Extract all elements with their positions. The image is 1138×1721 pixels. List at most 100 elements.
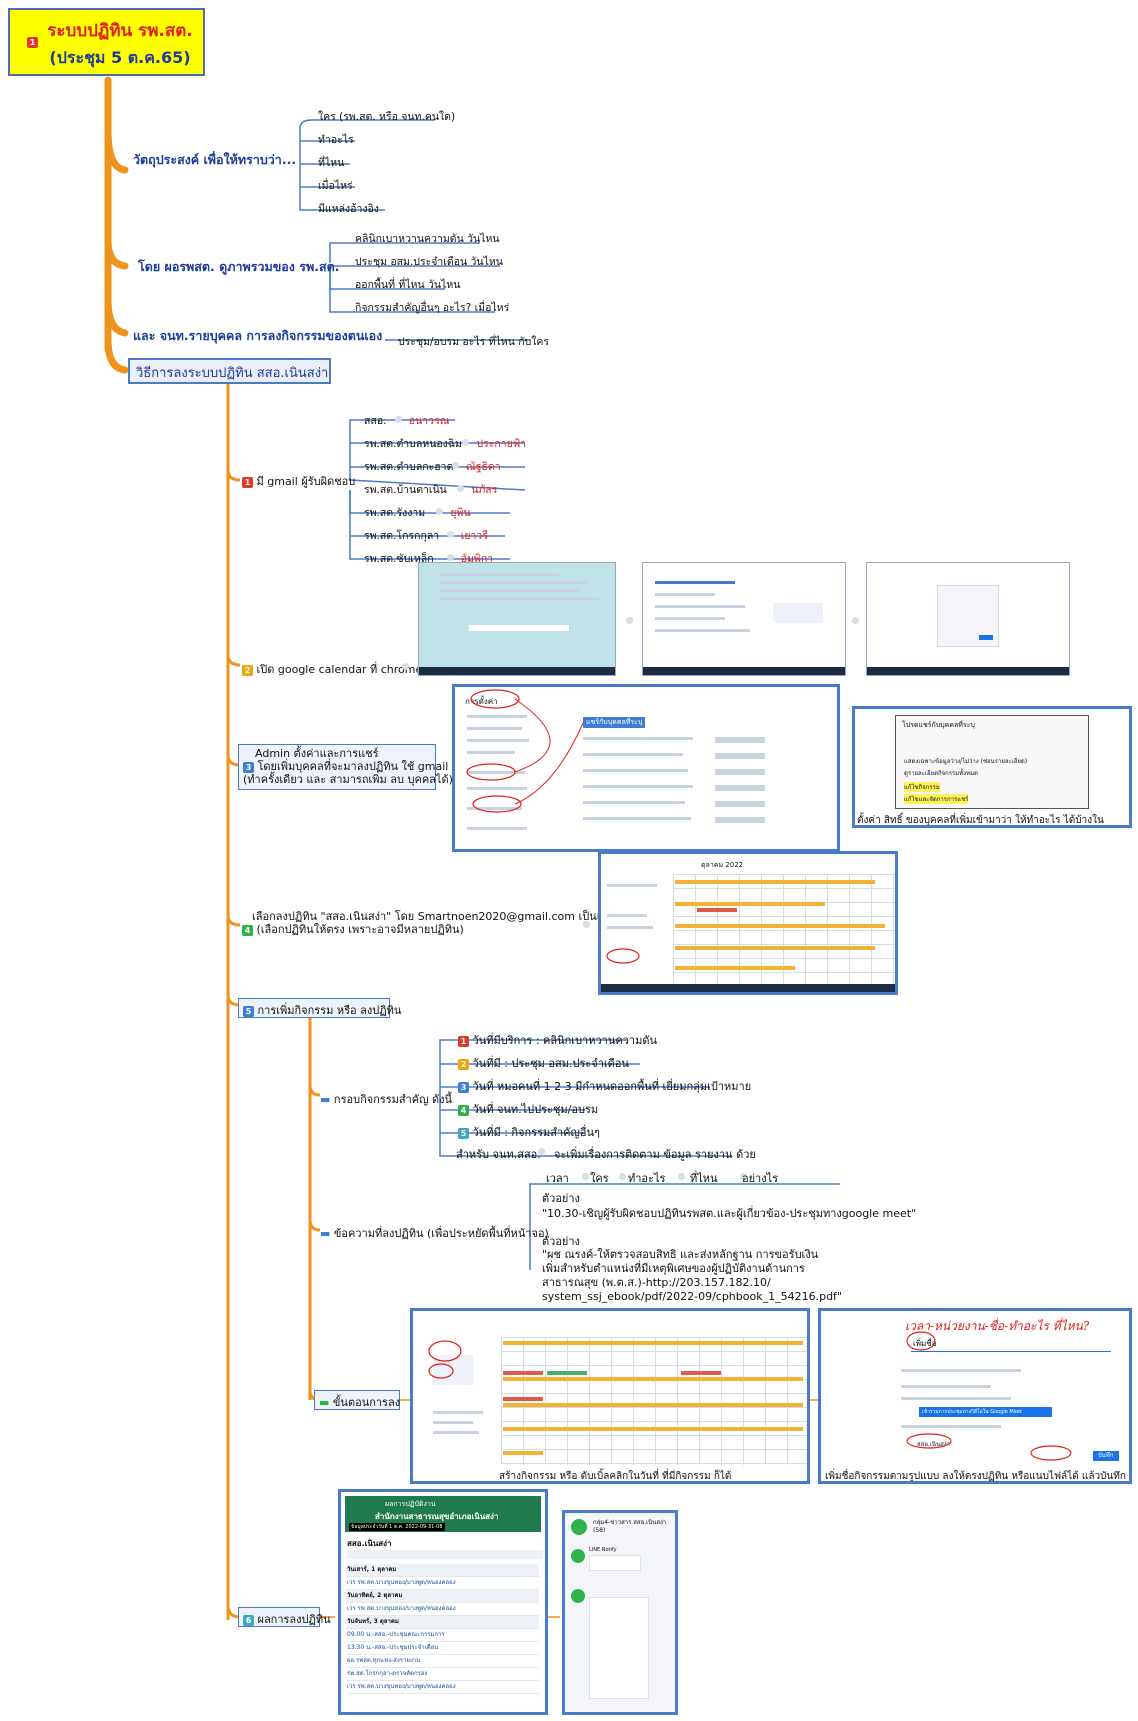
objective-item-3: ที่ไหน xyxy=(318,157,345,169)
permission-dialog: โปรดแชร์กับบุคคลที่ระบุ แสดงเฉพาะข้อมูลว… xyxy=(895,715,1089,809)
responsible-person: นภัสร xyxy=(471,484,498,496)
frame-item: 2 วันที่มี : ประชุม อสม.ประจำเดือน xyxy=(458,1054,629,1072)
sidebar-row xyxy=(607,884,657,887)
frame-item-text: วันที่มีบริการ : คลินิกเบาหวานความดัน xyxy=(469,1034,657,1047)
result-entry[interactable]: 13.30 น.-สสอ.-ประชุมประจำเดือน xyxy=(347,1642,539,1655)
message-node: ▬ ข้อความที่ลงปฏิทิน (เพื่อประหยัดพื้นที… xyxy=(320,1224,549,1242)
calendar-list-row xyxy=(433,1411,483,1414)
message-label: ข้อความที่ลงปฏิทิน (เพื่อประหยัดพื้นที่ห… xyxy=(333,1227,549,1240)
row-dot xyxy=(446,554,454,561)
branch-staff-individual: และ จนท.รายบุคคล การลงกิจกรรมของตนเอง xyxy=(133,328,383,343)
calendar-list-row xyxy=(433,1431,479,1434)
google-meet-button: เข้าร่วมการประชุมทางวิดีโอใน Google Meet xyxy=(919,1407,1052,1417)
event-bar xyxy=(675,924,885,928)
event-bar xyxy=(503,1427,803,1431)
step6-node: 6 ผลการลงปฏิทิน xyxy=(238,1607,331,1627)
result-entry[interactable]: เวร รพ.สต.บางขุนทอง/บางพูด/หนองคลอง xyxy=(347,1577,539,1590)
step6-badge: 6 xyxy=(243,1614,254,1626)
frame-item-text: วันที่มี : กิจกรรมสำคัญอื่นๆ xyxy=(469,1126,600,1139)
red-annotation-marks xyxy=(428,1340,462,1379)
result-entry[interactable]: ผอ.รพสต.ทุกแห่ง-ส่งรายงาน xyxy=(347,1655,539,1668)
responsible-unit: รพ.สต.ตำบลหนองฉิม xyxy=(364,438,462,450)
message-column: ทำอะไร xyxy=(628,1172,666,1185)
calendar-card xyxy=(773,603,823,623)
calendar-list-row xyxy=(433,1421,473,1424)
search-box xyxy=(469,625,569,631)
responsible-person: ณัฐธิดา xyxy=(466,461,501,473)
event-bar xyxy=(697,908,737,912)
responsible-unit: รพ.สต.รังงาม xyxy=(364,507,426,519)
share-user-row xyxy=(583,785,693,788)
form-row xyxy=(901,1369,1021,1372)
row-dot xyxy=(394,416,402,423)
result-list: วันเสาร์, 1 ตุลาคมเวร รพ.สต.บางขุนทอง/บา… xyxy=(347,1564,539,1694)
event-bar xyxy=(675,946,875,950)
frame-item-text: วันที่มี : ประชุม อสม.ประจำเดือน xyxy=(469,1057,629,1070)
message-icon: ▬ xyxy=(320,1227,331,1240)
month-label: ตุลาคม 2022 xyxy=(701,861,744,869)
objective-item-4: เมื่อไหร่ xyxy=(318,180,353,192)
step4-badge: 4 xyxy=(242,924,253,936)
responsible-unit: รพ.สต.ตำบลกะฮาด xyxy=(364,461,454,473)
settings-row xyxy=(467,739,529,742)
steps-label: ขั้นตอนการลง xyxy=(332,1396,401,1409)
event-form-screenshot: เวลา-หน่วยงาน-ชื่อ-ทำอะไร ที่ไหน? เพิ่มช… xyxy=(818,1308,1132,1484)
event-title-field: เพิ่มชื่อ xyxy=(913,1339,937,1348)
event-form-caption: เพิ่มชื่อกิจกรรมตามรูปแบบ ลงให้ตรงปฏิทิน… xyxy=(825,1471,1126,1482)
step4-line2-wrap: 4 (เลือกปฏิทินให้ตรง เพราะอาจมีหลายปฏิทิ… xyxy=(242,923,633,936)
signin-card xyxy=(937,585,999,647)
notify-avatar xyxy=(571,1549,585,1563)
column-dot xyxy=(582,1173,589,1180)
result-header: ผลการปฏิบัติงาน สำนักงานสาธารณสุขอำเภอเน… xyxy=(345,1496,541,1532)
responsible-unit: สสอ. xyxy=(364,415,387,427)
responsible-person: ประกายฟ้า xyxy=(476,438,527,450)
result-day-header: วันเสาร์, 1 ตุลาคม xyxy=(347,1564,539,1577)
red-annotation-marks xyxy=(466,689,584,813)
responsible-person: ยุพิน xyxy=(450,507,471,519)
permission-select xyxy=(715,737,765,743)
taskbar xyxy=(419,667,615,675)
message-column: ใคร xyxy=(590,1172,609,1185)
step2-badge: 2 xyxy=(242,664,253,676)
settings-row xyxy=(467,715,527,718)
permission-caption: ตั้งค่า สิทธิ์ ของบุคคลที่เพิ่มเข้ามาว่า… xyxy=(857,815,1104,826)
result-row xyxy=(655,617,725,620)
row-dot xyxy=(436,508,444,515)
google-signin-screenshot xyxy=(866,562,1070,676)
result-entry[interactable]: เวร รพ.สต.บางขุนทอง/บางพูด/หนองคลอง xyxy=(347,1681,539,1694)
result-entry[interactable]: รพ.สต.โกรกกุลา-ตรวจคัดกรอง xyxy=(347,1668,539,1681)
example2-line: "ผช ณรงค์-ให้ตรวจสอบสิทธิ และส่งหลักฐาน … xyxy=(542,1248,819,1261)
calendar-month-screenshot: ตุลาคม 2022 xyxy=(598,851,898,995)
history-row xyxy=(439,597,599,600)
example2-label: ตัวอย่าง xyxy=(542,1235,580,1248)
frame-note-text: จะเพิ่มเรื่องการติดตาม ข้อมูล รายงาน ด้ว… xyxy=(554,1148,756,1161)
column-dot xyxy=(619,1173,626,1180)
step3-line3: (ทำครั้งเดียว และ สามารถเพิ่ม ลบ บุคคลได… xyxy=(243,773,453,786)
step2-dot xyxy=(402,663,409,670)
responsible-unit: รพ.สต.บ้านตาเนิน xyxy=(364,484,447,496)
notify-avatar xyxy=(571,1589,585,1603)
event-bar xyxy=(675,880,875,884)
result-title2: สำนักงานสาธารณสุขอำเภอเนินสง่า xyxy=(375,1512,499,1521)
frame-item: 1 วันที่มีบริการ : คลินิกเบาหวานความดัน xyxy=(458,1031,657,1049)
event-bar xyxy=(503,1371,543,1375)
row-dot xyxy=(452,462,459,469)
root-badge: 1 xyxy=(27,37,38,48)
permission-select xyxy=(715,785,765,791)
row-dot xyxy=(462,439,470,446)
frame-item-text: วันที่ จนท.ไปประชุม/อบรม xyxy=(469,1103,599,1116)
result-row xyxy=(655,629,750,632)
root-title: ระบบปฏิทิน รพ.สต. xyxy=(47,21,193,41)
result-entry[interactable]: เวร รพ.สต.บางขุนทอง/บางพูด/หนองคลอง xyxy=(347,1603,539,1616)
director-item-3: ออกพื้นที่ ที่ไหน วันไหน xyxy=(355,279,461,291)
event-bar xyxy=(503,1341,803,1345)
result-entry[interactable]: 09.00 น.-สสอ.-ประชุมคณะกรรมการ xyxy=(347,1629,539,1642)
event-calendar-name: สสอ.เนินสง่า xyxy=(917,1441,951,1448)
director-item-1: คลินิกเบาหวานความดัน วันไหน xyxy=(355,233,500,245)
result-row xyxy=(655,605,745,608)
google-search-screenshot xyxy=(642,562,846,676)
step3-badge: 3 xyxy=(243,761,254,773)
frame-label: กรอบกิจกรรมสำคัญ ดังนี้ xyxy=(333,1093,453,1106)
step1-node: 1 มี gmail ผู้รับผิดชอบ xyxy=(242,472,355,490)
